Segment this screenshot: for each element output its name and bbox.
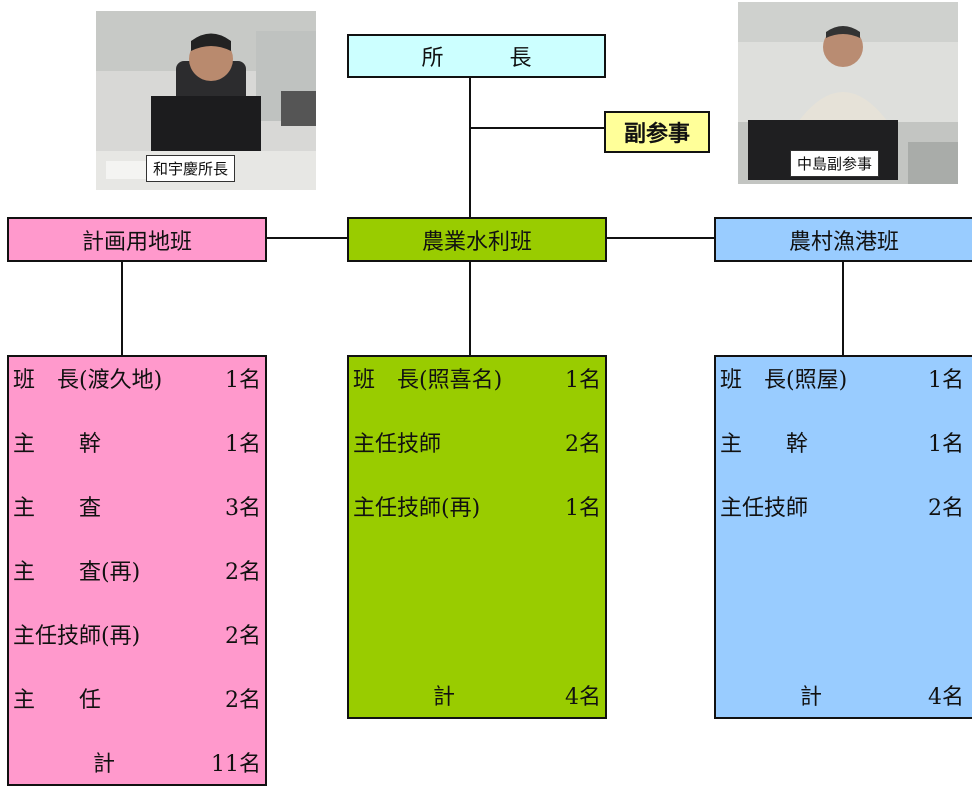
line-team1-team2 bbox=[266, 237, 350, 239]
team2-row-count: 1名 bbox=[565, 496, 601, 521]
team1-row-role: 班 長(渡久地) bbox=[13, 368, 163, 393]
team3-row: 主任技師 2名 bbox=[720, 495, 964, 523]
line-team2-down bbox=[469, 261, 471, 357]
team3-row: 班 長(照屋) 1名 bbox=[720, 367, 964, 395]
team1-row: 主 幹 1名 bbox=[13, 431, 261, 459]
team3-row-role: 班 長(照屋) bbox=[720, 368, 848, 393]
director-box: 所 長 bbox=[347, 34, 606, 78]
team2-detail: 班 長(照喜名) 1名 主任技師 2名 主任技師(再) 1名 計 4名 bbox=[347, 355, 607, 719]
team1-row-role: 主任技師(再) bbox=[13, 624, 141, 649]
team1-row-count: 2名 bbox=[225, 688, 261, 713]
team1-total-value: 11名 bbox=[211, 752, 261, 777]
team1-row: 主 査(再) 2名 bbox=[13, 559, 261, 587]
line-team3-down bbox=[842, 261, 844, 357]
director-label: 所 長 bbox=[421, 46, 532, 71]
team1-detail: 班 長(渡久地) 1名 主 幹 1名 主 査 3名 主 査(再) 2名 主任技師… bbox=[7, 355, 267, 786]
team1-row: 班 長(渡久地) 1名 bbox=[13, 367, 261, 395]
team1-row-role: 主 幹 bbox=[13, 432, 102, 457]
team2-row-count: 2名 bbox=[565, 432, 601, 457]
team1-row-count: 1名 bbox=[225, 368, 261, 393]
team2-name: 農業水利班 bbox=[421, 229, 532, 255]
team3-row-count: 2名 bbox=[928, 496, 964, 521]
team2-row: 主任技師 2名 bbox=[353, 431, 601, 459]
team2-row-count: 1名 bbox=[565, 368, 601, 393]
team1-row-role: 主 査(再) bbox=[13, 560, 141, 585]
vice-director-photo-caption: 中島副参事 bbox=[790, 150, 880, 177]
director-photo-caption: 和宇慶所長 bbox=[146, 155, 236, 182]
team1-name: 計画用地班 bbox=[81, 229, 192, 255]
team3-total-label: 計 bbox=[800, 685, 823, 710]
team3-detail: 班 長(照屋) 1名 主 幹 1名 主任技師 2名 計 4名 bbox=[714, 355, 972, 719]
team1-row: 主 任 2名 bbox=[13, 687, 261, 715]
director-photo-image bbox=[96, 11, 316, 190]
line-vice-branch bbox=[469, 127, 606, 129]
team1-row: 主任技師(再) 2名 bbox=[13, 623, 261, 651]
team3-total-value: 4名 bbox=[928, 685, 964, 710]
team1-row-count: 2名 bbox=[225, 560, 261, 585]
team1-row-role: 主 任 bbox=[13, 688, 102, 713]
team2-total-label: 計 bbox=[433, 685, 456, 710]
team2-row-role: 主任技師 bbox=[353, 432, 442, 457]
team3-name: 農村漁港班 bbox=[788, 229, 899, 255]
team2-total-value: 4名 bbox=[565, 685, 601, 710]
team1-row-count: 2名 bbox=[225, 624, 261, 649]
vice-director-photo: 中島副参事 bbox=[738, 2, 958, 184]
team3-row-role: 主任技師 bbox=[720, 496, 809, 521]
team2-header: 農業水利班 bbox=[347, 217, 607, 262]
team3-row-count: 1名 bbox=[928, 432, 964, 457]
team2-row-role: 主任技師(再) bbox=[353, 496, 481, 521]
team1-total-label: 計 bbox=[93, 752, 116, 777]
vice-director-box: 副参事 bbox=[604, 111, 710, 153]
team3-row-count: 1名 bbox=[928, 368, 964, 393]
vice-director-label: 副参事 bbox=[623, 122, 690, 147]
team2-row: 主任技師(再) 1名 bbox=[353, 495, 601, 523]
team2-row: 班 長(照喜名) 1名 bbox=[353, 367, 601, 395]
team1-row-count: 1名 bbox=[225, 432, 261, 457]
director-photo: 和宇慶所長 bbox=[96, 11, 316, 190]
team2-row-role: 班 長(照喜名) bbox=[353, 368, 503, 393]
team3-header: 農村漁港班 bbox=[714, 217, 972, 262]
team3-row: 主 幹 1名 bbox=[720, 431, 964, 459]
team3-row-role: 主 幹 bbox=[720, 432, 809, 457]
line-director-down bbox=[469, 76, 471, 218]
team1-header: 計画用地班 bbox=[7, 217, 267, 262]
team1-row-count: 3名 bbox=[225, 496, 261, 521]
team1-row-role: 主 査 bbox=[13, 496, 102, 521]
line-team1-down bbox=[121, 261, 123, 357]
team1-row: 主 査 3名 bbox=[13, 495, 261, 523]
line-team2-team3 bbox=[606, 237, 716, 239]
